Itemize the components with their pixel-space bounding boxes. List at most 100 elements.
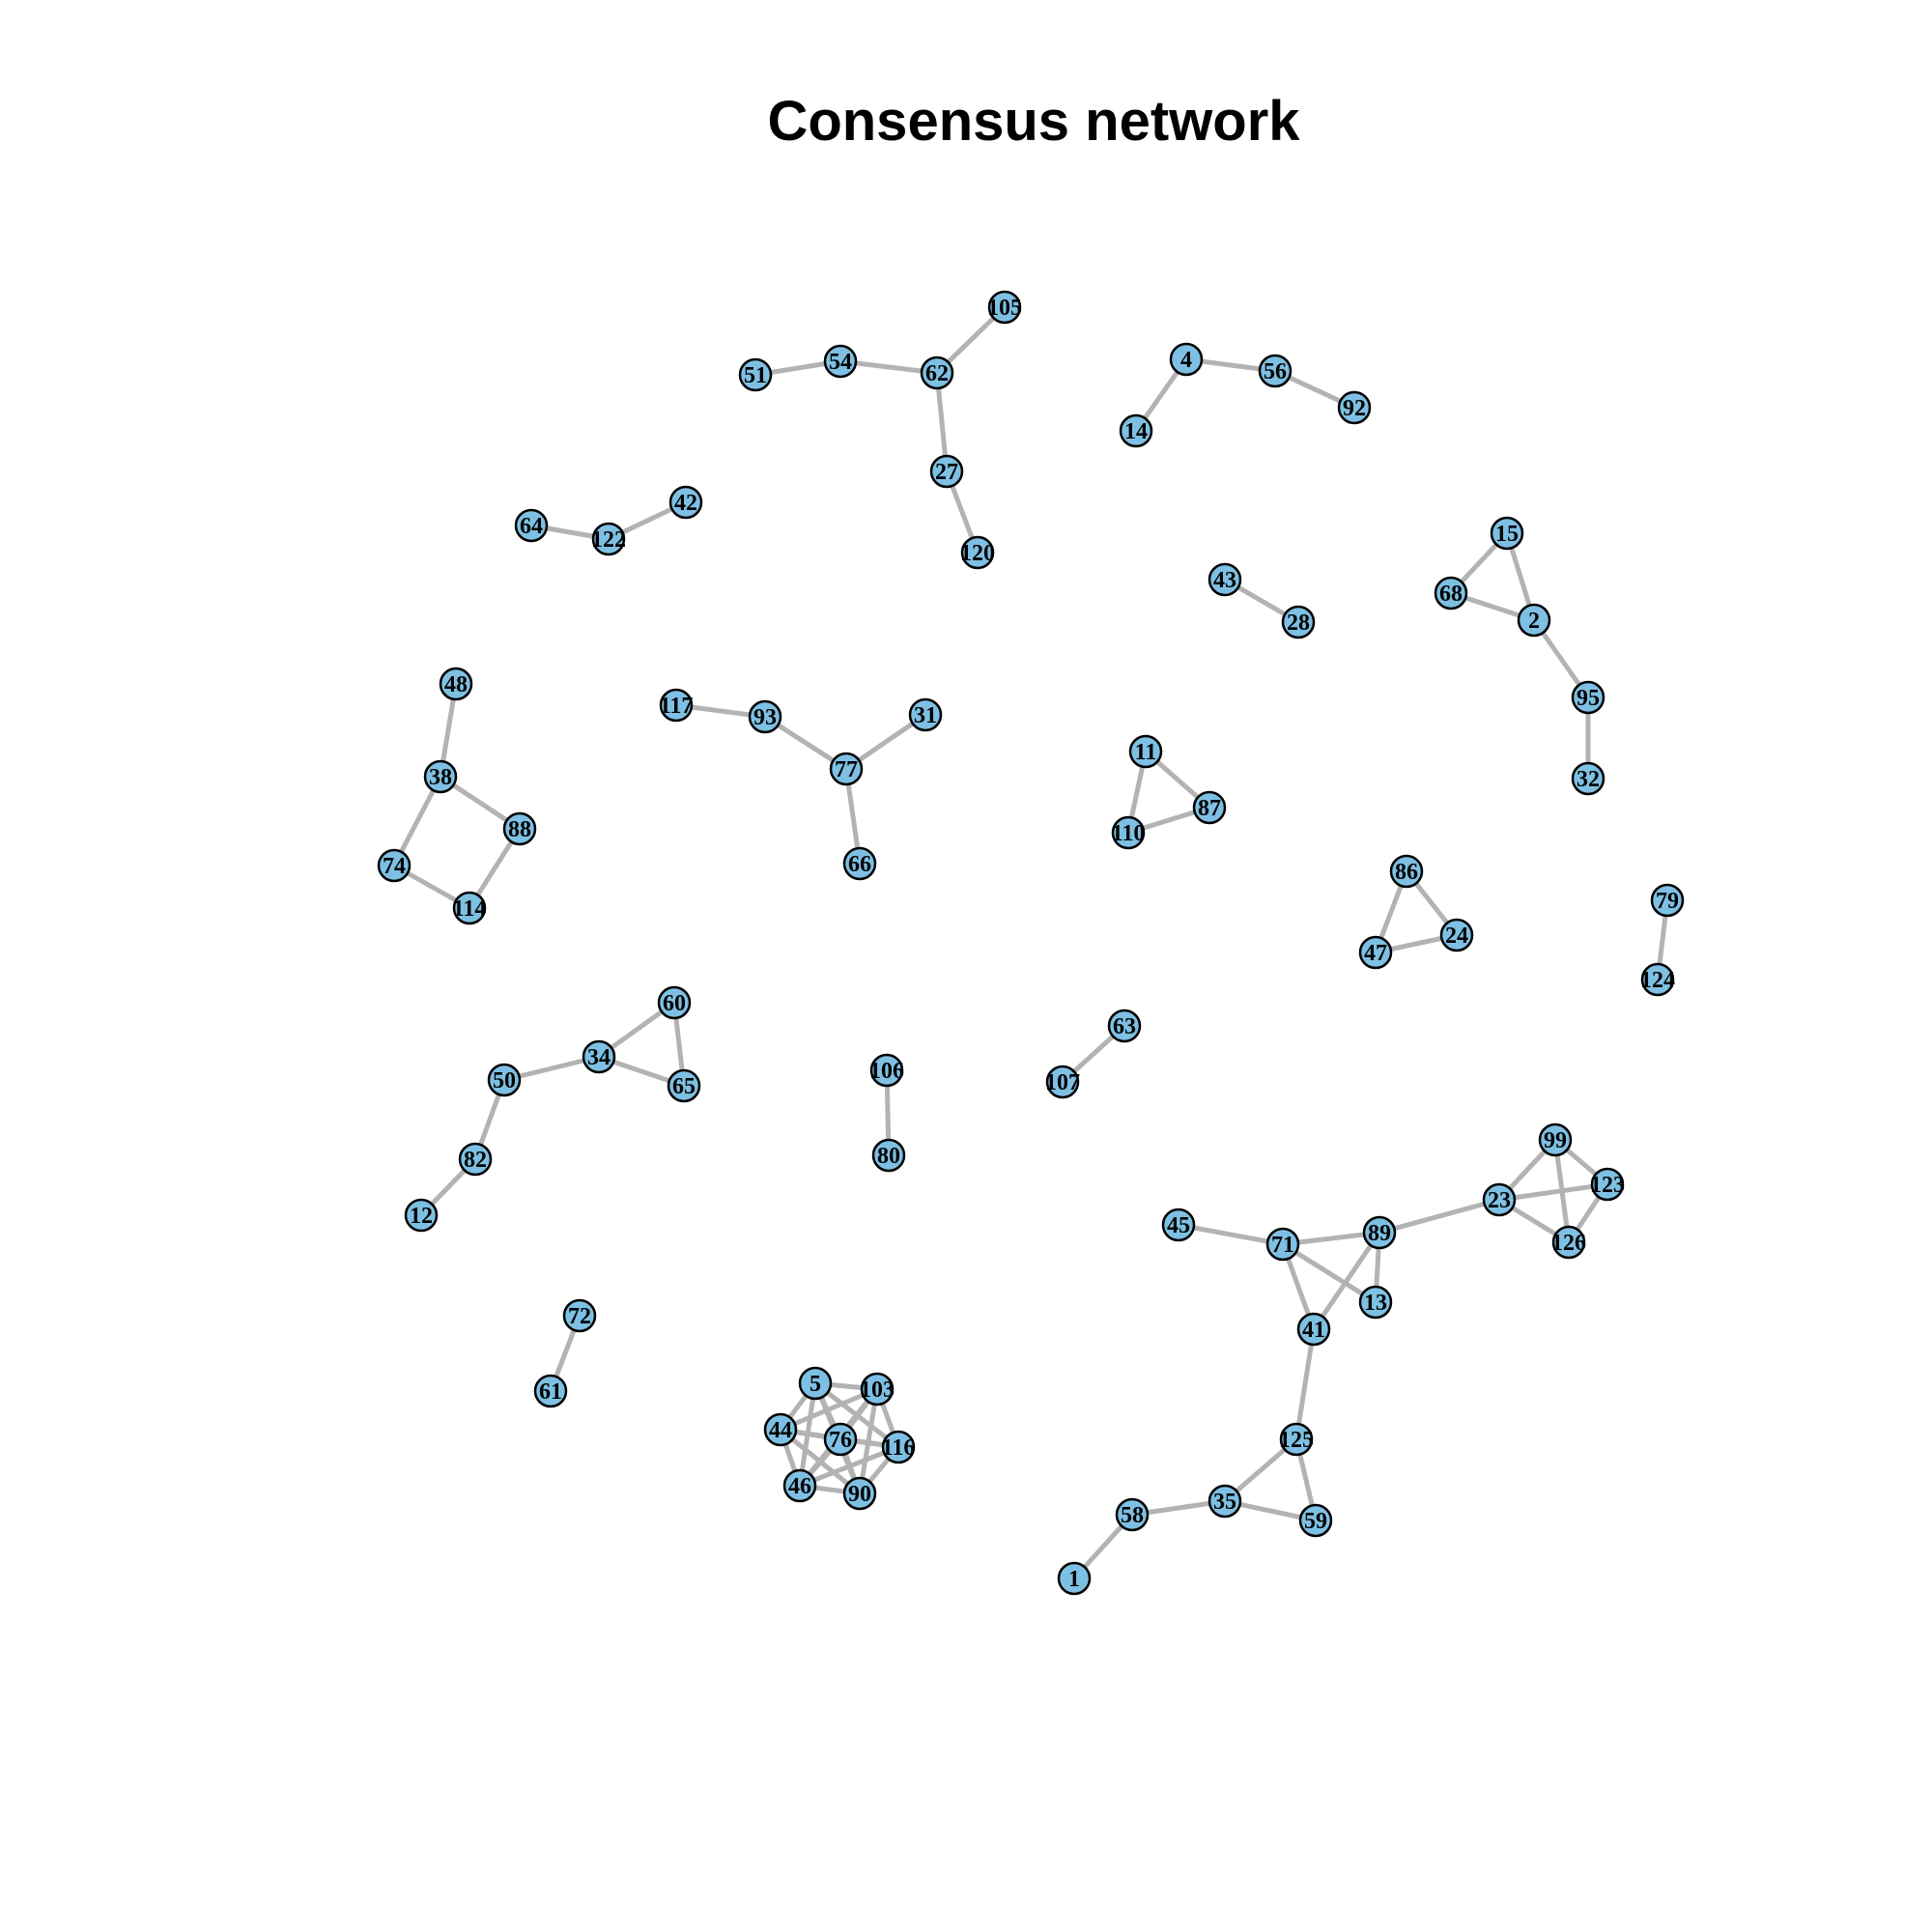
node-label: 71 [1271,1233,1294,1258]
node-71: 71 [1265,1227,1300,1262]
node-label: 32 [1577,767,1600,792]
node-label: 116 [882,1435,916,1461]
node-circle [1128,734,1163,769]
node-48: 48 [439,667,473,701]
node-label: 34 [587,1045,611,1070]
node-circle [1258,354,1293,388]
node-label: 59 [1304,1509,1327,1534]
node-label: 88 [508,817,531,842]
node-88: 88 [502,811,537,846]
node-circle [1517,603,1551,638]
node-51: 51 [738,357,773,392]
node-116: 116 [882,1430,916,1464]
node-107: 107 [1045,1065,1080,1099]
node-circle [782,1468,817,1503]
node-label: 48 [444,672,468,697]
node-label: 68 [1439,582,1463,607]
node-label: 103 [860,1378,895,1403]
node-circle [842,1476,877,1511]
node-label: 66 [848,852,871,877]
node-114: 114 [453,891,487,925]
node-label: 120 [960,541,995,566]
node-105: 105 [987,290,1022,325]
node-120: 120 [960,535,995,570]
node-circle [1111,815,1146,850]
node-label: 114 [453,896,487,922]
node-label: 60 [663,991,686,1016]
node-circle [1281,605,1316,639]
node-circle [1296,1312,1331,1347]
node-label: 44 [769,1418,792,1443]
node-label: 50 [493,1068,516,1094]
node-circle [1192,790,1227,825]
node-label: 99 [1544,1128,1567,1153]
node-63: 63 [1107,1009,1142,1043]
node-circle [1161,1208,1196,1242]
node-circle [562,1298,597,1333]
edge-89-23 [1377,1197,1502,1236]
node-23: 23 [1482,1182,1517,1217]
node-label: 89 [1368,1221,1391,1246]
node-label: 125 [1279,1428,1314,1453]
node-circle [1538,1122,1573,1157]
edge-103-44 [778,1386,880,1433]
node-95: 95 [1571,680,1605,715]
node-14: 14 [1119,413,1153,448]
node-circle [1107,1009,1142,1043]
node-47: 47 [1358,935,1393,970]
node-label: 82 [464,1148,487,1173]
node-circle [659,688,694,723]
node-circle [920,355,954,390]
node-circle [1482,1182,1517,1217]
node-circle [668,485,703,520]
node-92: 92 [1337,390,1372,425]
node-circle [423,759,458,794]
node-82: 82 [458,1142,493,1177]
node-label: 95 [1577,686,1600,711]
node-86: 86 [1389,854,1424,889]
node-45: 45 [1161,1208,1196,1242]
node-label: 79 [1656,889,1679,914]
node-label: 64 [520,514,543,539]
node-label: 5 [810,1372,821,1397]
node-43: 43 [1208,562,1242,597]
node-2: 2 [1517,603,1551,638]
node-circle [763,1412,798,1447]
nodes-layer: 1245111213141523242728313234353841424344… [377,290,1685,1596]
node-label: 62 [925,361,949,386]
node-label: 46 [788,1474,811,1499]
node-circle [667,1068,701,1103]
node-93: 93 [748,699,782,734]
node-56: 56 [1258,354,1293,388]
node-5: 5 [798,1366,833,1401]
node-circle [1298,1503,1333,1538]
node-label: 76 [829,1428,852,1453]
node-31: 31 [908,697,943,732]
node-circle [582,1039,616,1074]
node-label: 31 [914,703,937,728]
node-circle [987,290,1022,325]
node-label: 47 [1364,941,1387,966]
node-circle [1208,562,1242,597]
node-label: 56 [1264,359,1287,384]
node-61: 61 [533,1374,568,1408]
node-54: 54 [823,344,858,379]
node-label: 65 [672,1074,696,1099]
node-28: 28 [1281,605,1316,639]
node-label: 77 [835,757,858,782]
node-circle [960,535,995,570]
node-58: 58 [1115,1497,1150,1532]
node-label: 1 [1068,1567,1080,1592]
edge-41-125 [1293,1326,1317,1442]
node-circle [1337,390,1372,425]
node-label: 41 [1302,1318,1325,1343]
node-circle [823,344,858,379]
node-circle [871,1138,906,1173]
node-label: 107 [1045,1070,1080,1095]
node-label: 74 [383,854,406,879]
edge-116-46 [797,1444,901,1489]
node-circle [1439,918,1474,952]
node-label: 110 [1112,821,1146,846]
node-circle [514,508,549,543]
